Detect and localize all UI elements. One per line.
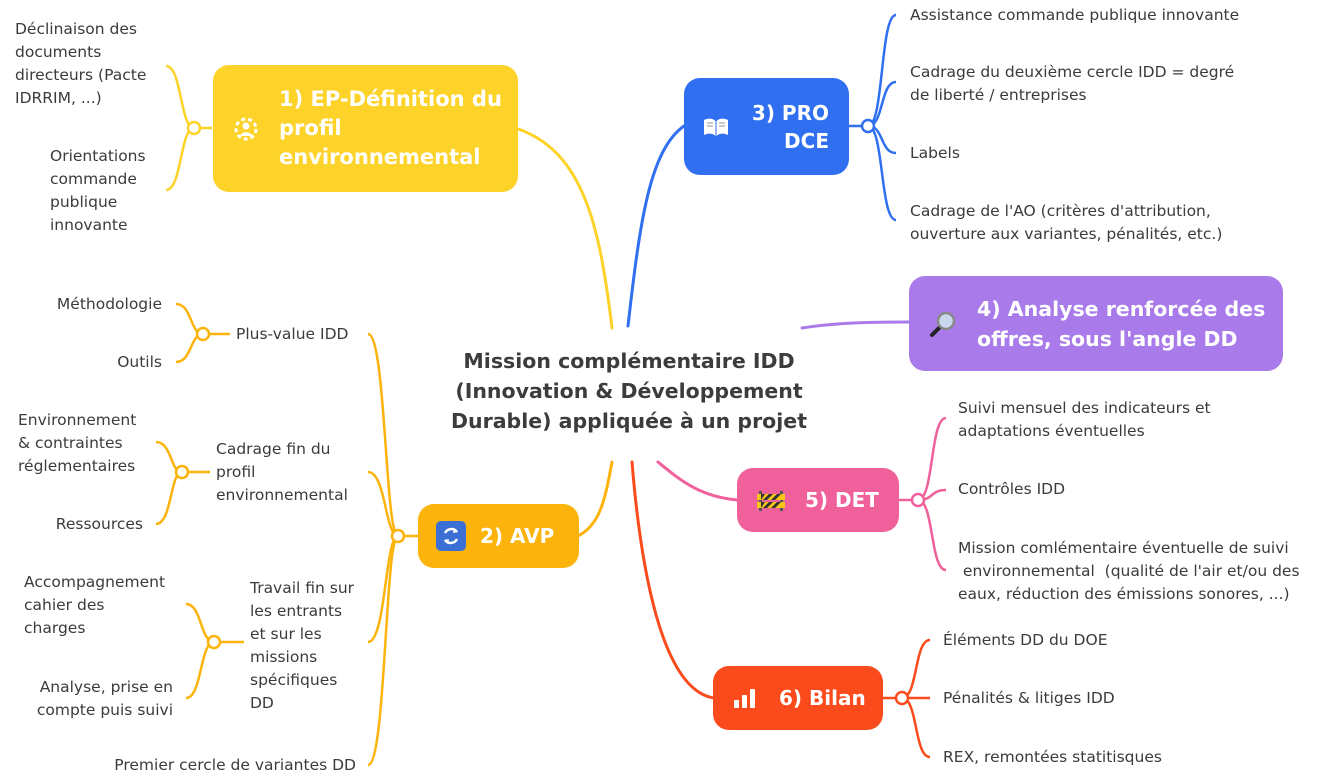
link-center-b5 <box>656 460 740 502</box>
leaf-orientations-commande[interactable]: Orientations commande publique innovante <box>50 147 146 234</box>
leaf-declinaison-documents[interactable]: Déclinaison des documents directeurs (Pa… <box>15 20 147 107</box>
leaf-environnement-contraintes[interactable]: Environnement & contraintes réglementair… <box>18 411 137 475</box>
leaf-mission-suivi-environnemental[interactable]: Mission comlémentaire éventuelle de suiv… <box>958 539 1300 603</box>
leaf-cadrage-ao[interactable]: Cadrage de l'AO (critères d'attribution,… <box>910 202 1223 243</box>
leaf-controles-idd[interactable]: Contrôles IDD <box>958 480 1066 498</box>
branch-avp[interactable]: 2) AVP <box>418 504 579 568</box>
link-center-b4 <box>800 320 912 330</box>
leaf-labels[interactable]: Labels <box>910 144 960 162</box>
leaf-elements-doe[interactable]: Éléments DD du DOE <box>943 631 1108 649</box>
person-gear-icon <box>231 114 261 144</box>
link-center-b1 <box>513 126 614 330</box>
leaf-analyse-prise-en-compte[interactable]: Analyse, prise en compte puis suivi <box>36 678 173 719</box>
link-center-b2 <box>576 460 614 538</box>
subtopic-travail-fin-entrants[interactable]: Travail fin sur les entrants et sur les … <box>250 579 355 712</box>
leaf-suivi-mensuel[interactable]: Suivi mensuel des indicateurs et adaptat… <box>958 399 1211 440</box>
link-center-b6 <box>630 460 716 700</box>
subtopic-plus-value-idd[interactable]: Plus-value IDD <box>236 325 349 343</box>
leaf-premier-cercle-variantes[interactable]: Premier cercle de variantes DD <box>114 756 356 774</box>
branch-det[interactable]: 5) DET <box>737 468 899 532</box>
book-icon <box>702 115 730 139</box>
leaf-assistance-commande[interactable]: Assistance commande publique innovante <box>910 6 1240 24</box>
leaf-penalites-litiges[interactable]: Pénalités & litiges IDD <box>943 689 1115 707</box>
leaf-cadrage-deuxieme-cercle[interactable]: Cadrage du deuxième cercle IDD = degré d… <box>910 63 1235 104</box>
leaf-rex-remontees[interactable]: REX, remontées statitisques <box>943 748 1162 766</box>
leaf-accompagnement-cahier[interactable]: Accompagnement cahier des charges <box>24 573 166 637</box>
branch-ep-definition[interactable]: 1) EP-Définition du profil environnement… <box>213 65 518 192</box>
leaf-methodologie[interactable]: Méthodologie <box>56 295 162 313</box>
branch-pro-dce[interactable]: 3) PRO DCE <box>684 78 849 175</box>
branch-analyse-offres[interactable]: 4) Analyse renforcée des offres, sous l'… <box>909 276 1283 371</box>
refresh-icon <box>436 521 466 551</box>
construction-barrier-icon <box>755 486 787 514</box>
branch-bilan[interactable]: 6) Bilan <box>713 666 883 730</box>
subtopic-cadrage-fin-profil[interactable]: Cadrage fin du profil environnemental <box>216 440 348 504</box>
leaf-ressources[interactable]: Ressources <box>55 515 143 533</box>
magnifier-icon <box>927 308 959 340</box>
link-center-b3 <box>626 124 686 328</box>
leaf-outils[interactable]: Outils <box>117 353 162 371</box>
central-topic[interactable]: Mission complémentaire IDD (Innovation &… <box>450 349 807 433</box>
bar-chart-icon <box>731 686 759 710</box>
